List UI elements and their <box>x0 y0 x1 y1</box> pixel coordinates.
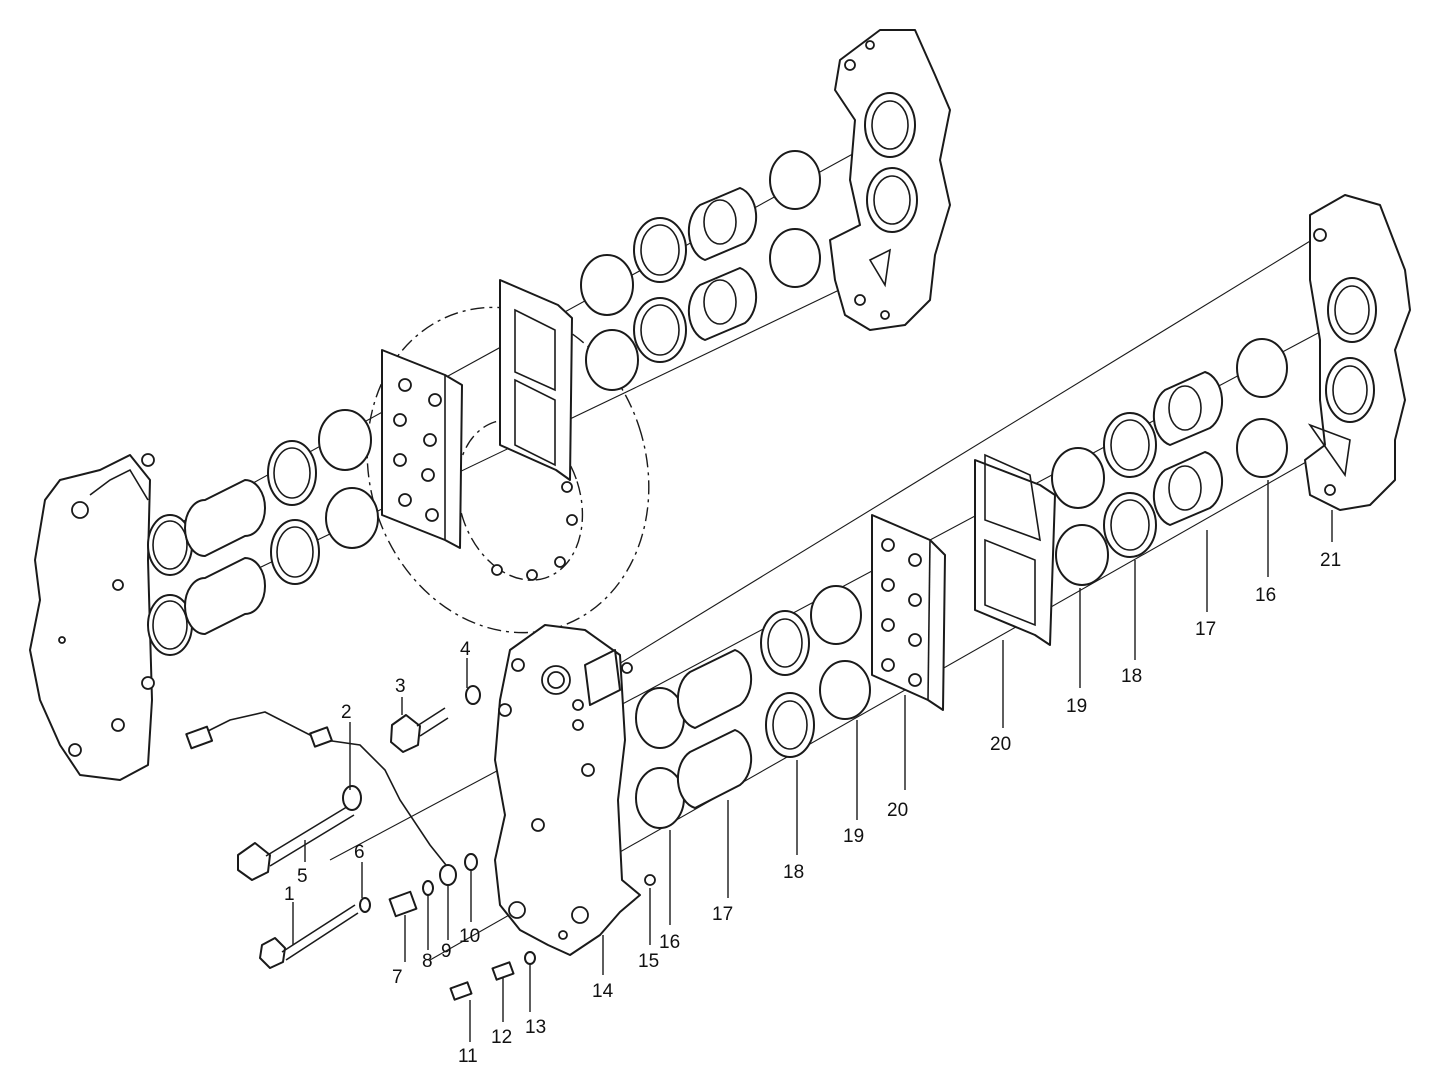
callout-20-lower: 20 <box>887 800 908 821</box>
far-right-piston-group <box>1051 338 1288 586</box>
callout-16-upper: 16 <box>1255 585 1276 606</box>
callout-15: 15 <box>638 951 659 972</box>
callout-1: 1 <box>284 884 295 905</box>
callout-6: 6 <box>354 842 365 863</box>
callout-14: 14 <box>592 981 614 1002</box>
main-caliper-body <box>494 624 656 956</box>
assembly-axis-lines <box>139 149 1381 961</box>
upper-right-piston-group <box>580 150 821 391</box>
callout-17-upper: 17 <box>1195 619 1216 640</box>
callout-19-upper: 19 <box>1066 696 1087 717</box>
brake-disc-outline <box>366 306 650 634</box>
leader-lines <box>292 480 1333 1042</box>
callout-19-lower: 19 <box>843 826 864 847</box>
callout-20-upper: 20 <box>990 734 1011 755</box>
left-caliper-half <box>29 453 155 781</box>
left-brake-pads <box>381 279 573 549</box>
callout-12: 12 <box>491 1027 512 1048</box>
callout-labels: 1 2 3 4 5 6 7 8 9 10 11 12 13 14 15 16 1… <box>284 550 1341 1067</box>
lower-piston-group <box>635 585 871 829</box>
upper-right-caliper-half <box>829 29 951 331</box>
upper-left-piston-group <box>147 409 379 656</box>
callout-3: 3 <box>395 676 406 697</box>
far-right-caliper-half <box>1304 194 1411 511</box>
callout-2: 2 <box>341 702 352 723</box>
callout-5: 5 <box>297 866 308 887</box>
callout-18-upper: 18 <box>1121 666 1142 687</box>
callout-18-lower: 18 <box>783 862 804 883</box>
callout-16-lower: 16 <box>659 932 680 953</box>
callout-4: 4 <box>460 639 471 660</box>
callout-9: 9 <box>441 941 452 962</box>
callout-8: 8 <box>422 951 433 972</box>
callout-21: 21 <box>1320 550 1341 571</box>
callout-10: 10 <box>459 926 480 947</box>
brake-line <box>185 711 451 871</box>
callout-11: 11 <box>458 1046 478 1067</box>
right-brake-pads <box>871 453 1056 711</box>
callout-13: 13 <box>525 1017 546 1038</box>
callout-17-lower: 17 <box>712 904 733 925</box>
fasteners <box>237 685 536 1001</box>
callout-7: 7 <box>392 967 403 988</box>
